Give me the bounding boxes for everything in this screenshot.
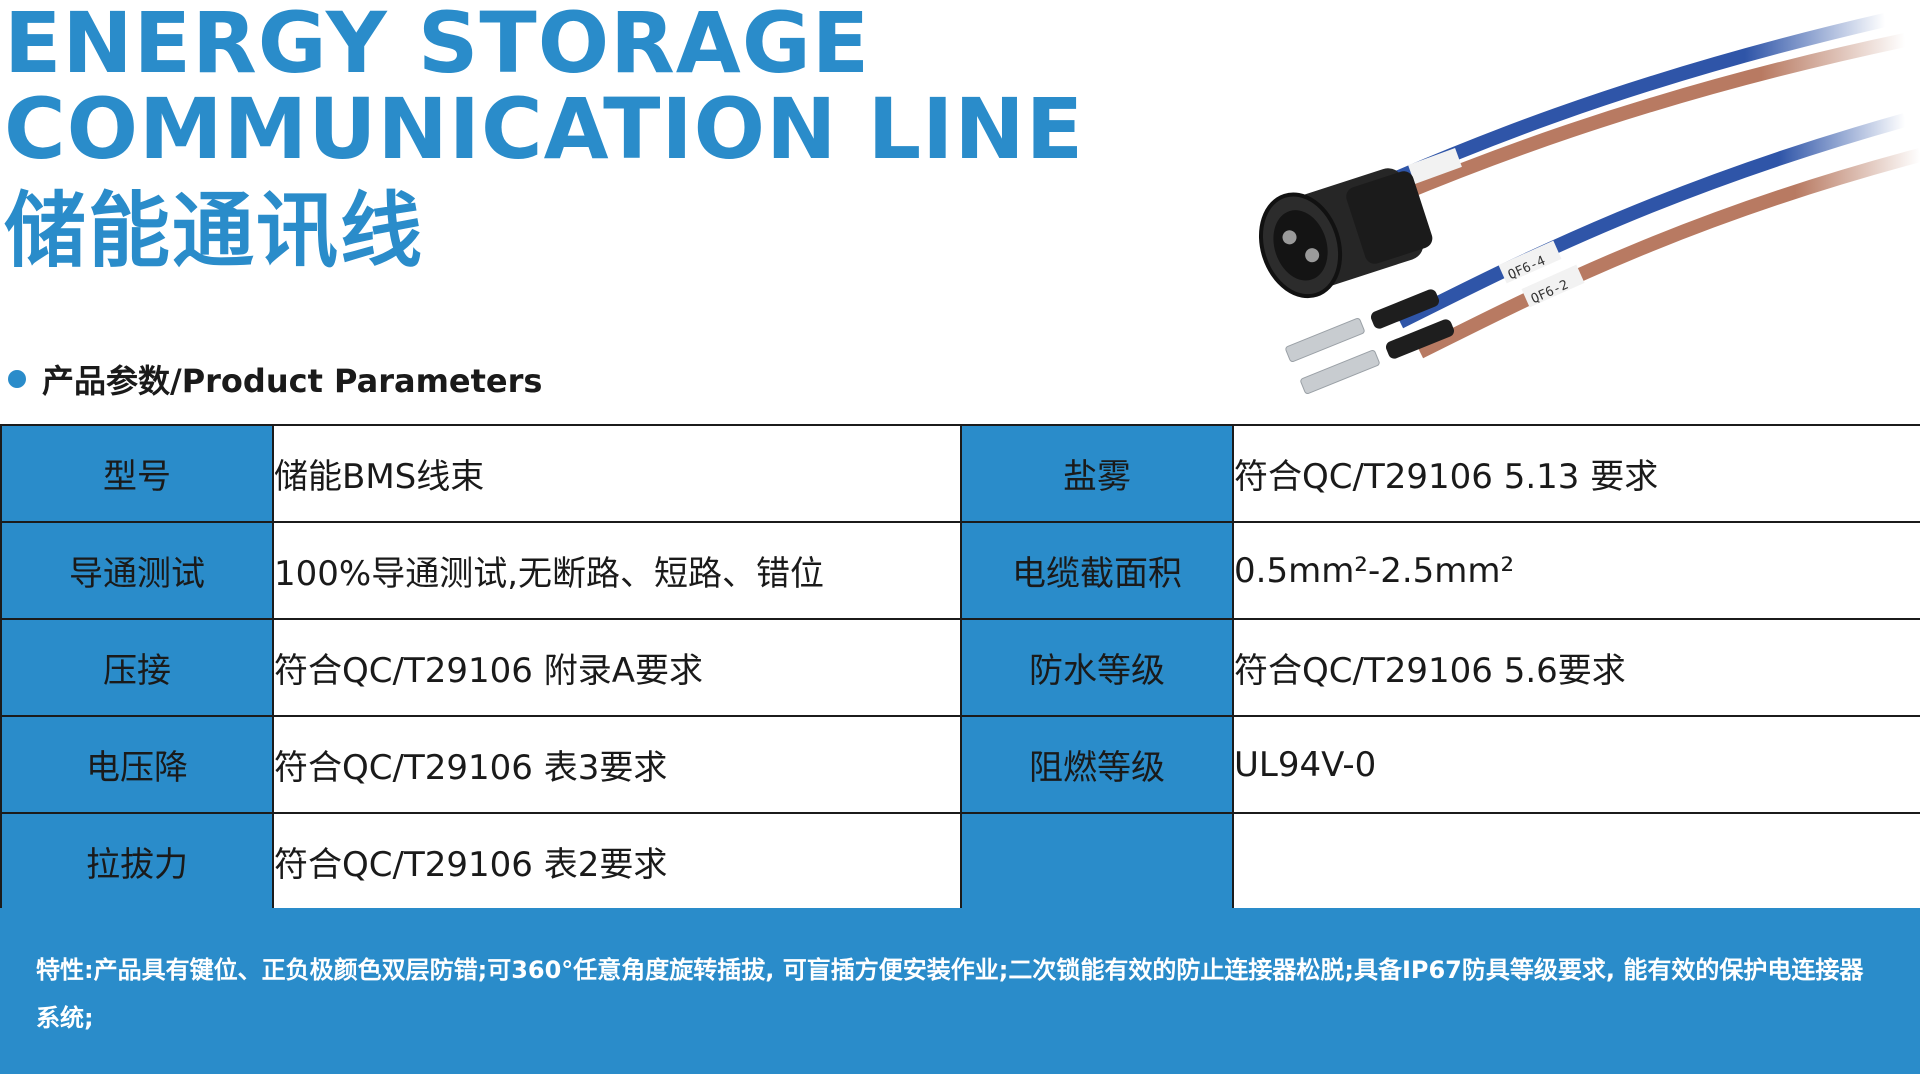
param-label: 拉拔力 xyxy=(0,812,274,911)
param-value: 符合QC/T29106 5.13 要求 xyxy=(1232,424,1920,523)
table-row: 压接 符合QC/T29106 附录A要求 防水等级 符合QC/T29106 5.… xyxy=(0,618,1920,717)
param-label: 电压降 xyxy=(0,715,274,814)
param-value: 0.5mm²-2.5mm² xyxy=(1232,521,1920,620)
section-heading-text: 产品参数/Product Parameters xyxy=(42,362,543,400)
table-row: 导通测试 100%导通测试,无断路、短路、错位 电缆截面积 0.5mm²-2.5… xyxy=(0,521,1920,620)
heat-shrink-2 xyxy=(1385,319,1455,359)
param-value: 符合QC/T29106 附录A要求 xyxy=(272,618,962,717)
param-value: 符合QC/T29106 表3要求 xyxy=(272,715,962,814)
param-label: 导通测试 xyxy=(0,521,274,620)
terminal-1 xyxy=(1285,318,1365,362)
param-label: 阻燃等级 xyxy=(960,715,1234,814)
param-value: 符合QC/T29106 表2要求 xyxy=(272,812,962,911)
table-row: 拉拔力 符合QC/T29106 表2要求 xyxy=(0,812,1920,911)
features-text: 特性:产品具有键位、正负极颜色双层防错;可360°任意角度旋转插拔, 可盲插方便… xyxy=(36,956,1864,1032)
table-row: 电压降 符合QC/T29106 表3要求 阻燃等级 UL94V-0 xyxy=(0,715,1920,814)
blue-wire-lower xyxy=(1396,113,1907,329)
parameters-table: 型号 储能BMS线束 盐雾 符合QC/T29106 5.13 要求 导通测试 1… xyxy=(0,424,1920,911)
heat-shrink-1 xyxy=(1370,289,1440,329)
param-value: 储能BMS线束 xyxy=(272,424,962,523)
marker-sleeve-1 xyxy=(1408,148,1462,184)
param-label: 型号 xyxy=(0,424,274,523)
connector xyxy=(1258,168,1433,299)
brown-wire-lower xyxy=(1416,148,1920,359)
bullet-icon xyxy=(8,370,26,388)
table-row: 型号 储能BMS线束 盐雾 符合QC/T29106 5.13 要求 xyxy=(0,424,1920,523)
param-label: 压接 xyxy=(0,618,274,717)
title-line-2: COMMUNICATION LINE xyxy=(4,80,1085,178)
param-label: 防水等级 xyxy=(960,618,1234,717)
param-value: UL94V-0 xyxy=(1232,715,1920,814)
title-line-3: 储能通讯线 xyxy=(4,184,425,279)
param-label xyxy=(960,812,1234,911)
param-label: 电缆截面积 xyxy=(960,521,1234,620)
terminal-2 xyxy=(1300,350,1380,394)
param-value: 符合QC/T29106 5.6要求 xyxy=(1232,618,1920,717)
param-label: 盐雾 xyxy=(960,424,1234,523)
marker-sleeve-2 xyxy=(1498,240,1562,284)
marker-sleeve-3 xyxy=(1521,264,1585,308)
param-value xyxy=(1232,812,1920,911)
title-line-1: ENERGY STORAGE xyxy=(4,0,871,92)
features-box: 特性:产品具有键位、正负极颜色双层防错;可360°任意角度旋转插拔, 可盲插方便… xyxy=(0,908,1920,1074)
product-image: QF6-4 QF6-2 xyxy=(1258,13,1920,394)
section-heading: 产品参数/Product Parameters xyxy=(8,356,542,402)
param-value: 100%导通测试,无断路、短路、错位 xyxy=(272,521,962,620)
